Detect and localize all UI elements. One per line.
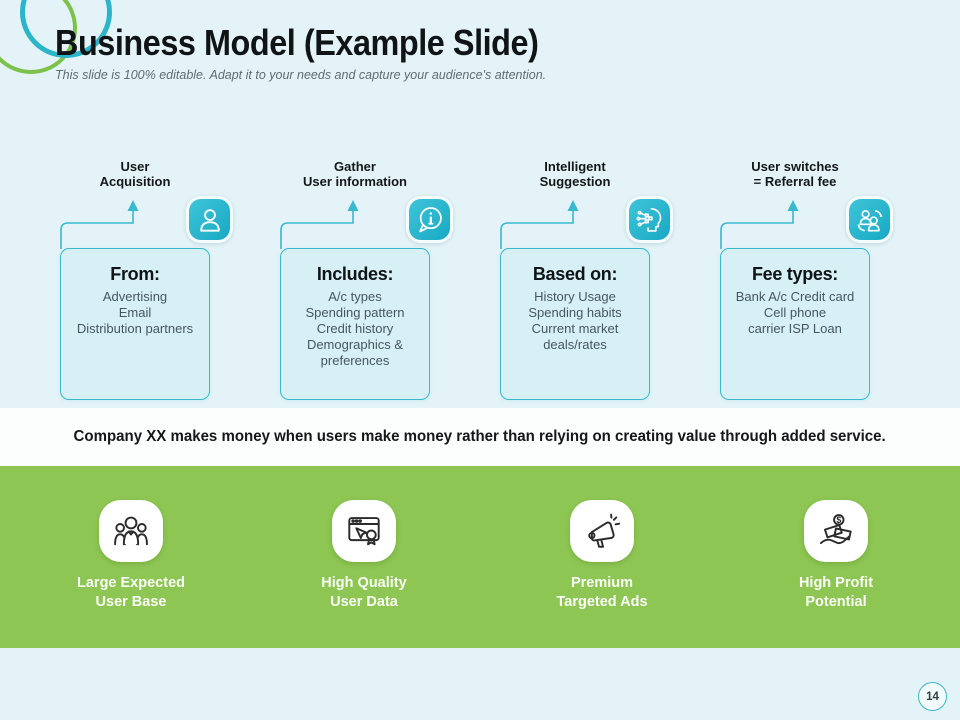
- equation-item-profit-potential: $ High Profit Potential: [756, 500, 916, 612]
- step-heading: From:: [110, 264, 160, 284]
- step-label: User switches = Referral fee: [751, 159, 839, 189]
- step-heading: Includes:: [316, 264, 394, 284]
- svg-text:$: $: [836, 515, 841, 525]
- ai-head-icon: [626, 196, 673, 243]
- page-subtitle: This slide is 100% editable. Adapt it to…: [55, 68, 547, 82]
- step-label: Gather User information: [302, 159, 407, 189]
- equation-item-targeted-ads: Premium Targeted Ads: [522, 500, 682, 612]
- step-box: Fee types: Bank A/c Credit card Cell pho…: [720, 248, 870, 400]
- megaphone-icon: [570, 500, 634, 562]
- info-bubble-icon: [406, 196, 453, 243]
- statement-text: Company XX makes money when users make m…: [73, 428, 887, 445]
- equation-item-label: High Quality User Data: [321, 575, 407, 610]
- arrow-connector: [720, 200, 799, 249]
- equation-item-label: Large Expected User Base: [77, 575, 185, 610]
- arrow-connector: [280, 200, 359, 249]
- funnel-step-user-acquisition: User Acquisition From: Advertising Email…: [60, 159, 233, 400]
- money-hand-icon: $: [804, 500, 868, 562]
- step-box: From: Advertising Email Distribution par…: [60, 248, 210, 400]
- equation-item-label: Premium Targeted Ads: [556, 575, 648, 610]
- page-number: 14: [926, 690, 939, 703]
- equation-item-label: High Profit Potential: [798, 575, 874, 610]
- funnel-step-gather-information: Gather User information Includes: A/c ty…: [280, 159, 453, 400]
- arrow-connector: [60, 200, 139, 249]
- user-group-icon: [99, 500, 163, 562]
- equation-item-user-data: High Quality User Data: [284, 500, 444, 612]
- step-box: Includes: A/c types Spending pattern Cre…: [280, 248, 430, 400]
- equation-band: Large Expected User Base + High Qu: [0, 466, 960, 648]
- funnel-step-intelligent-suggestion: Intelligent Suggestion Based on: History…: [500, 159, 673, 400]
- page-number-badge: 14: [918, 682, 947, 711]
- step-heading: Based on:: [532, 264, 618, 284]
- step-heading: Fee types:: [751, 264, 839, 284]
- person-icon: [186, 196, 233, 243]
- page-title: Business Model (Example Slide): [55, 22, 539, 63]
- equation-item-user-base: Large Expected User Base: [51, 500, 211, 612]
- step-label: Intelligent Suggestion: [539, 159, 611, 189]
- step-box: Based on: History Usage Spending habits …: [500, 248, 650, 400]
- arrow-connector: [500, 200, 579, 249]
- funnel-step-user-switches: User switches = Referral fee Fee types: …: [720, 159, 893, 400]
- statement-band: Company XX makes money when users make m…: [0, 408, 960, 466]
- people-switch-icon: [846, 196, 893, 243]
- quality-data-icon: [332, 500, 396, 562]
- step-label: User Acquisition: [99, 159, 171, 189]
